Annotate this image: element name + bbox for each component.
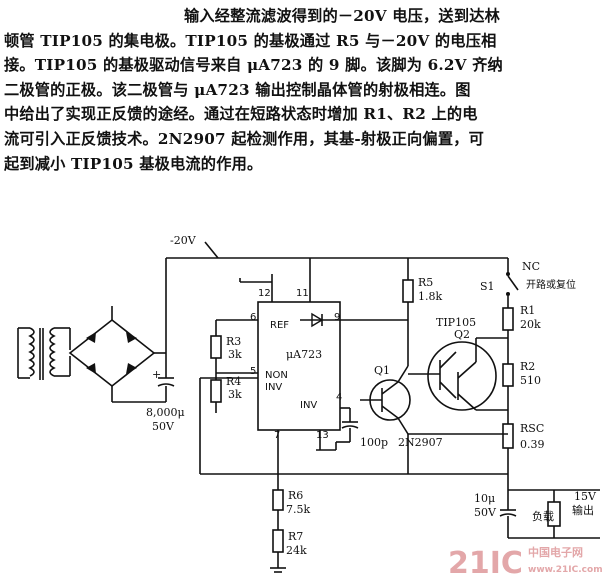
resistor-r6 xyxy=(272,489,284,511)
pin-9: 9 xyxy=(334,312,340,323)
r3-val: 3k xyxy=(228,348,242,361)
pin-7: 7 xyxy=(274,430,280,441)
load-label: 负载 xyxy=(532,509,554,523)
watermark-url: www.21IC.com xyxy=(528,565,603,575)
resistor-r2 xyxy=(502,363,514,387)
r4-left-ref: R4 xyxy=(226,375,241,388)
desc-line-1: 输入经整流滤波得到的－20V 电压，送到达林 xyxy=(184,7,500,25)
desc-line-2: 顿管 TIP105 的集电极。TIP105 的基极通过 R5 与－20V 的电压… xyxy=(4,31,497,50)
r7-val: 24k xyxy=(286,544,307,557)
r5-val: 1.8k xyxy=(418,290,442,303)
transistor-q1 xyxy=(360,365,411,435)
switch-desc: 开路或复位 xyxy=(526,278,576,291)
tip-label: TIP105 xyxy=(436,316,476,329)
r5-ref: R5 xyxy=(418,276,433,289)
r1-val: 20k xyxy=(520,318,541,331)
q1-part: 2N2907 xyxy=(398,436,443,449)
desc-line-4: 二极管的正极。该二极管与 μA723 输出控制晶体管的射极相连。图 xyxy=(4,80,471,99)
filter-cap-voltage: 50V xyxy=(152,420,175,433)
ic-inv: INV xyxy=(265,382,282,393)
svg-text:+: + xyxy=(152,368,161,381)
r6-ref: R6 xyxy=(288,489,303,502)
r6-val: 7.5k xyxy=(286,503,310,516)
switch-label: S1 xyxy=(480,280,495,293)
pin-4: 4 xyxy=(336,392,342,403)
out-voltage: 15V xyxy=(574,490,597,503)
transformer xyxy=(17,327,71,380)
ic-non: NON xyxy=(265,370,288,381)
r2-ref: R2 xyxy=(520,360,535,373)
zener-diode xyxy=(300,312,340,328)
filter-cap-value: 8,000μ xyxy=(146,406,185,419)
q2-label: Q2 xyxy=(454,328,470,341)
ic-inv-out: INV xyxy=(300,400,317,411)
ua723-chip xyxy=(257,301,341,431)
out-label: 输出 xyxy=(572,503,594,517)
pin-12: 12 xyxy=(258,288,271,299)
r7-ref: R7 xyxy=(288,530,303,543)
desc-line-6: 流可引入正反馈技术。2N2907 起检测作用，其基-射极正向偏置，可 xyxy=(4,129,484,148)
r2-val: 510 xyxy=(520,374,541,387)
description-text: 输入经整流滤波得到的－20V 电压，送到达林 顿管 TIP105 的集电极。TI… xyxy=(4,4,608,176)
r4-left-val: 3k xyxy=(228,388,242,401)
desc-line-3: 接。TIP105 的基极驱动信号来自 μA723 的 9 脚。该脚为 6.2V … xyxy=(4,56,503,75)
resistor-r3 xyxy=(210,335,222,359)
resistor-rsc xyxy=(502,423,514,449)
bridge-rectifier xyxy=(68,306,166,402)
supply-label: -20V xyxy=(170,234,197,247)
ic-ref: REF xyxy=(270,320,289,331)
circuit-diagram: -20V + 8,000μ 50V μA723 REF NON INV INV … xyxy=(17,234,603,580)
filter-capacitor: + xyxy=(112,368,175,403)
rsc-ref: RSC xyxy=(520,422,544,435)
out-cap-voltage: 50V xyxy=(474,506,497,519)
rsc-val: 0.39 xyxy=(520,438,545,451)
transistor-tip105 xyxy=(408,341,497,411)
pin-11: 11 xyxy=(296,288,309,299)
pin-13: 13 xyxy=(316,430,329,441)
pin-6: 6 xyxy=(250,312,256,323)
switch-nc: NC xyxy=(522,260,540,273)
pin-5: 5 xyxy=(250,366,256,377)
resistor-r4-left xyxy=(210,379,222,403)
resistor-r1 xyxy=(502,307,514,331)
q1-label: Q1 xyxy=(374,364,390,377)
resistor-r5 xyxy=(402,279,414,303)
watermark-brand: 21IC xyxy=(448,546,523,580)
resistor-r7 xyxy=(272,529,284,553)
watermark-site: 中国电子网 xyxy=(528,545,583,559)
cap-100p: 100p xyxy=(360,436,388,449)
out-cap-value: 10μ xyxy=(474,492,495,505)
desc-line-5: 中给出了实现正反馈的途经。通过在短路状态时增加 R1、R2 上的电 xyxy=(4,105,478,124)
r3-ref: R3 xyxy=(226,335,241,348)
desc-line-7: 起到减小 TIP105 基极电流的作用。 xyxy=(4,154,263,173)
r1-ref: R1 xyxy=(520,304,535,317)
ic-name: μA723 xyxy=(286,348,322,361)
